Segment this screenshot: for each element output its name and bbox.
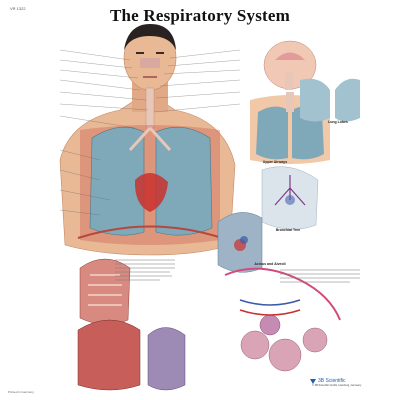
brand-copyright: © 3B Scientific GmbH, Hamburg, Germany xyxy=(312,384,362,387)
leader-lines xyxy=(59,49,241,216)
brand-logo: 3B Scientific xyxy=(318,378,346,384)
main-torso-figure xyxy=(59,24,236,256)
footer-note: Printed in Germany xyxy=(8,390,34,394)
lung-lobes-caption: Lung Lobes xyxy=(328,120,348,124)
alveoli-caption: Acinus and Alveoli xyxy=(254,262,286,266)
head-sagittal-section xyxy=(263,40,317,90)
heart-lung-view xyxy=(77,319,186,391)
lung-segment-section xyxy=(217,212,263,273)
thorax-side-view xyxy=(79,258,131,325)
info-text-block xyxy=(115,259,360,283)
bronchi-caption: Bronchial Tree xyxy=(275,228,301,232)
alveoli-cluster xyxy=(224,267,341,372)
upper-airways-caption: Upper Airways xyxy=(262,160,288,164)
bronchial-tree-detail xyxy=(261,166,319,230)
poster-code: VR 1322 xyxy=(10,6,26,11)
poster-title: The Respiratory System xyxy=(109,6,291,25)
lung-lobes-diagram xyxy=(300,78,360,122)
logo-icon xyxy=(310,379,316,384)
